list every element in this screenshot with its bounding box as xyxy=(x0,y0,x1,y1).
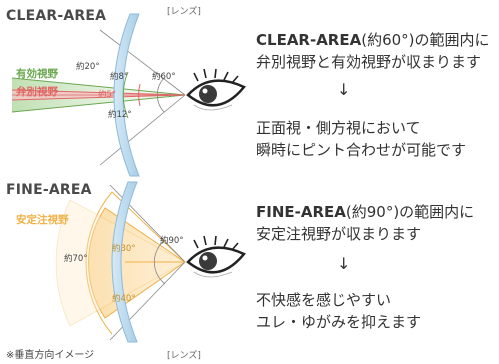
effective-field-label: 有効視野 xyxy=(16,68,58,80)
lens-shape-fine xyxy=(111,181,138,343)
sight-line-lower xyxy=(99,94,186,166)
discriminative-line-upper xyxy=(11,89,186,96)
clear-desc-title: CLEAR-AREA xyxy=(256,31,362,49)
fine-angle-label-outer: 約70° xyxy=(64,254,88,264)
stable-field-fan xyxy=(88,208,185,318)
fine-desc-line1: FINE-AREA(約90°)の範囲内に xyxy=(256,202,474,222)
angle-arc-red xyxy=(138,83,141,107)
clear-desc-line1-suffix: (約60°)の範囲内に xyxy=(361,31,490,49)
discriminative-field-label: 弁別視野 xyxy=(16,86,58,98)
fine-desc-line2: 安定注視野が収まります xyxy=(256,225,422,243)
angle-label-inner-bottom: 約12° xyxy=(108,110,132,120)
fine-desc-title: FINE-AREA xyxy=(256,203,346,221)
fine-angle-label-total: 約90° xyxy=(160,236,184,246)
effective-line-lower xyxy=(11,94,186,113)
sight-line-upper xyxy=(99,29,186,96)
clear-area-diagram xyxy=(11,13,246,177)
angle-label-inner-top: 約8° xyxy=(110,72,129,82)
clear-desc-line2: 弁別視野と有効視野が収まります xyxy=(256,53,482,71)
eye-icon xyxy=(186,235,246,278)
lens-label-bottom: [レンズ] xyxy=(167,351,201,361)
fine-desc-line4: ユレ・ゆがみを抑えます xyxy=(256,313,422,331)
clear-area-title: CLEAR-AREA xyxy=(6,8,107,24)
eye-icon xyxy=(186,68,246,111)
effective-line-upper xyxy=(11,77,186,96)
angle-label-center: 約5° xyxy=(98,90,117,100)
vertical-note: ※垂直方向イメージ xyxy=(6,350,95,361)
fine-angle-label-top: 約30° xyxy=(112,244,136,254)
angle-label-outer-top: 約20° xyxy=(76,62,100,72)
clear-desc-line3: 正面視・側方視において xyxy=(256,119,421,137)
fine-angle-label-bottom: 約40° xyxy=(112,294,136,304)
lens-label-top: [レンズ] xyxy=(167,7,201,17)
fine-desc-line3: 不快感を感じやすい xyxy=(256,291,392,309)
lens-shape-clear xyxy=(113,13,140,177)
angle-arc-outer xyxy=(157,77,165,113)
clear-desc-line1: CLEAR-AREA(約60°)の範囲内に xyxy=(256,30,490,50)
clear-arrow-icon: ↓ xyxy=(337,80,351,99)
fine-desc-line1-suffix: (約90°)の範囲内に xyxy=(345,203,475,221)
discriminative-line-lower xyxy=(11,94,186,101)
angle-arc-green xyxy=(122,71,129,119)
fine-arrow-icon: ↓ xyxy=(337,254,351,273)
fine-area-title: FINE-AREA xyxy=(6,182,92,198)
fine-angle-arc xyxy=(153,239,166,285)
clear-desc-line4: 瞬時にピント合わせが可能です xyxy=(256,141,467,159)
angle-label-total: 約60° xyxy=(152,72,176,82)
stable-field-label: 安定注視野 xyxy=(16,214,69,226)
fine-area-diagram xyxy=(55,181,246,343)
